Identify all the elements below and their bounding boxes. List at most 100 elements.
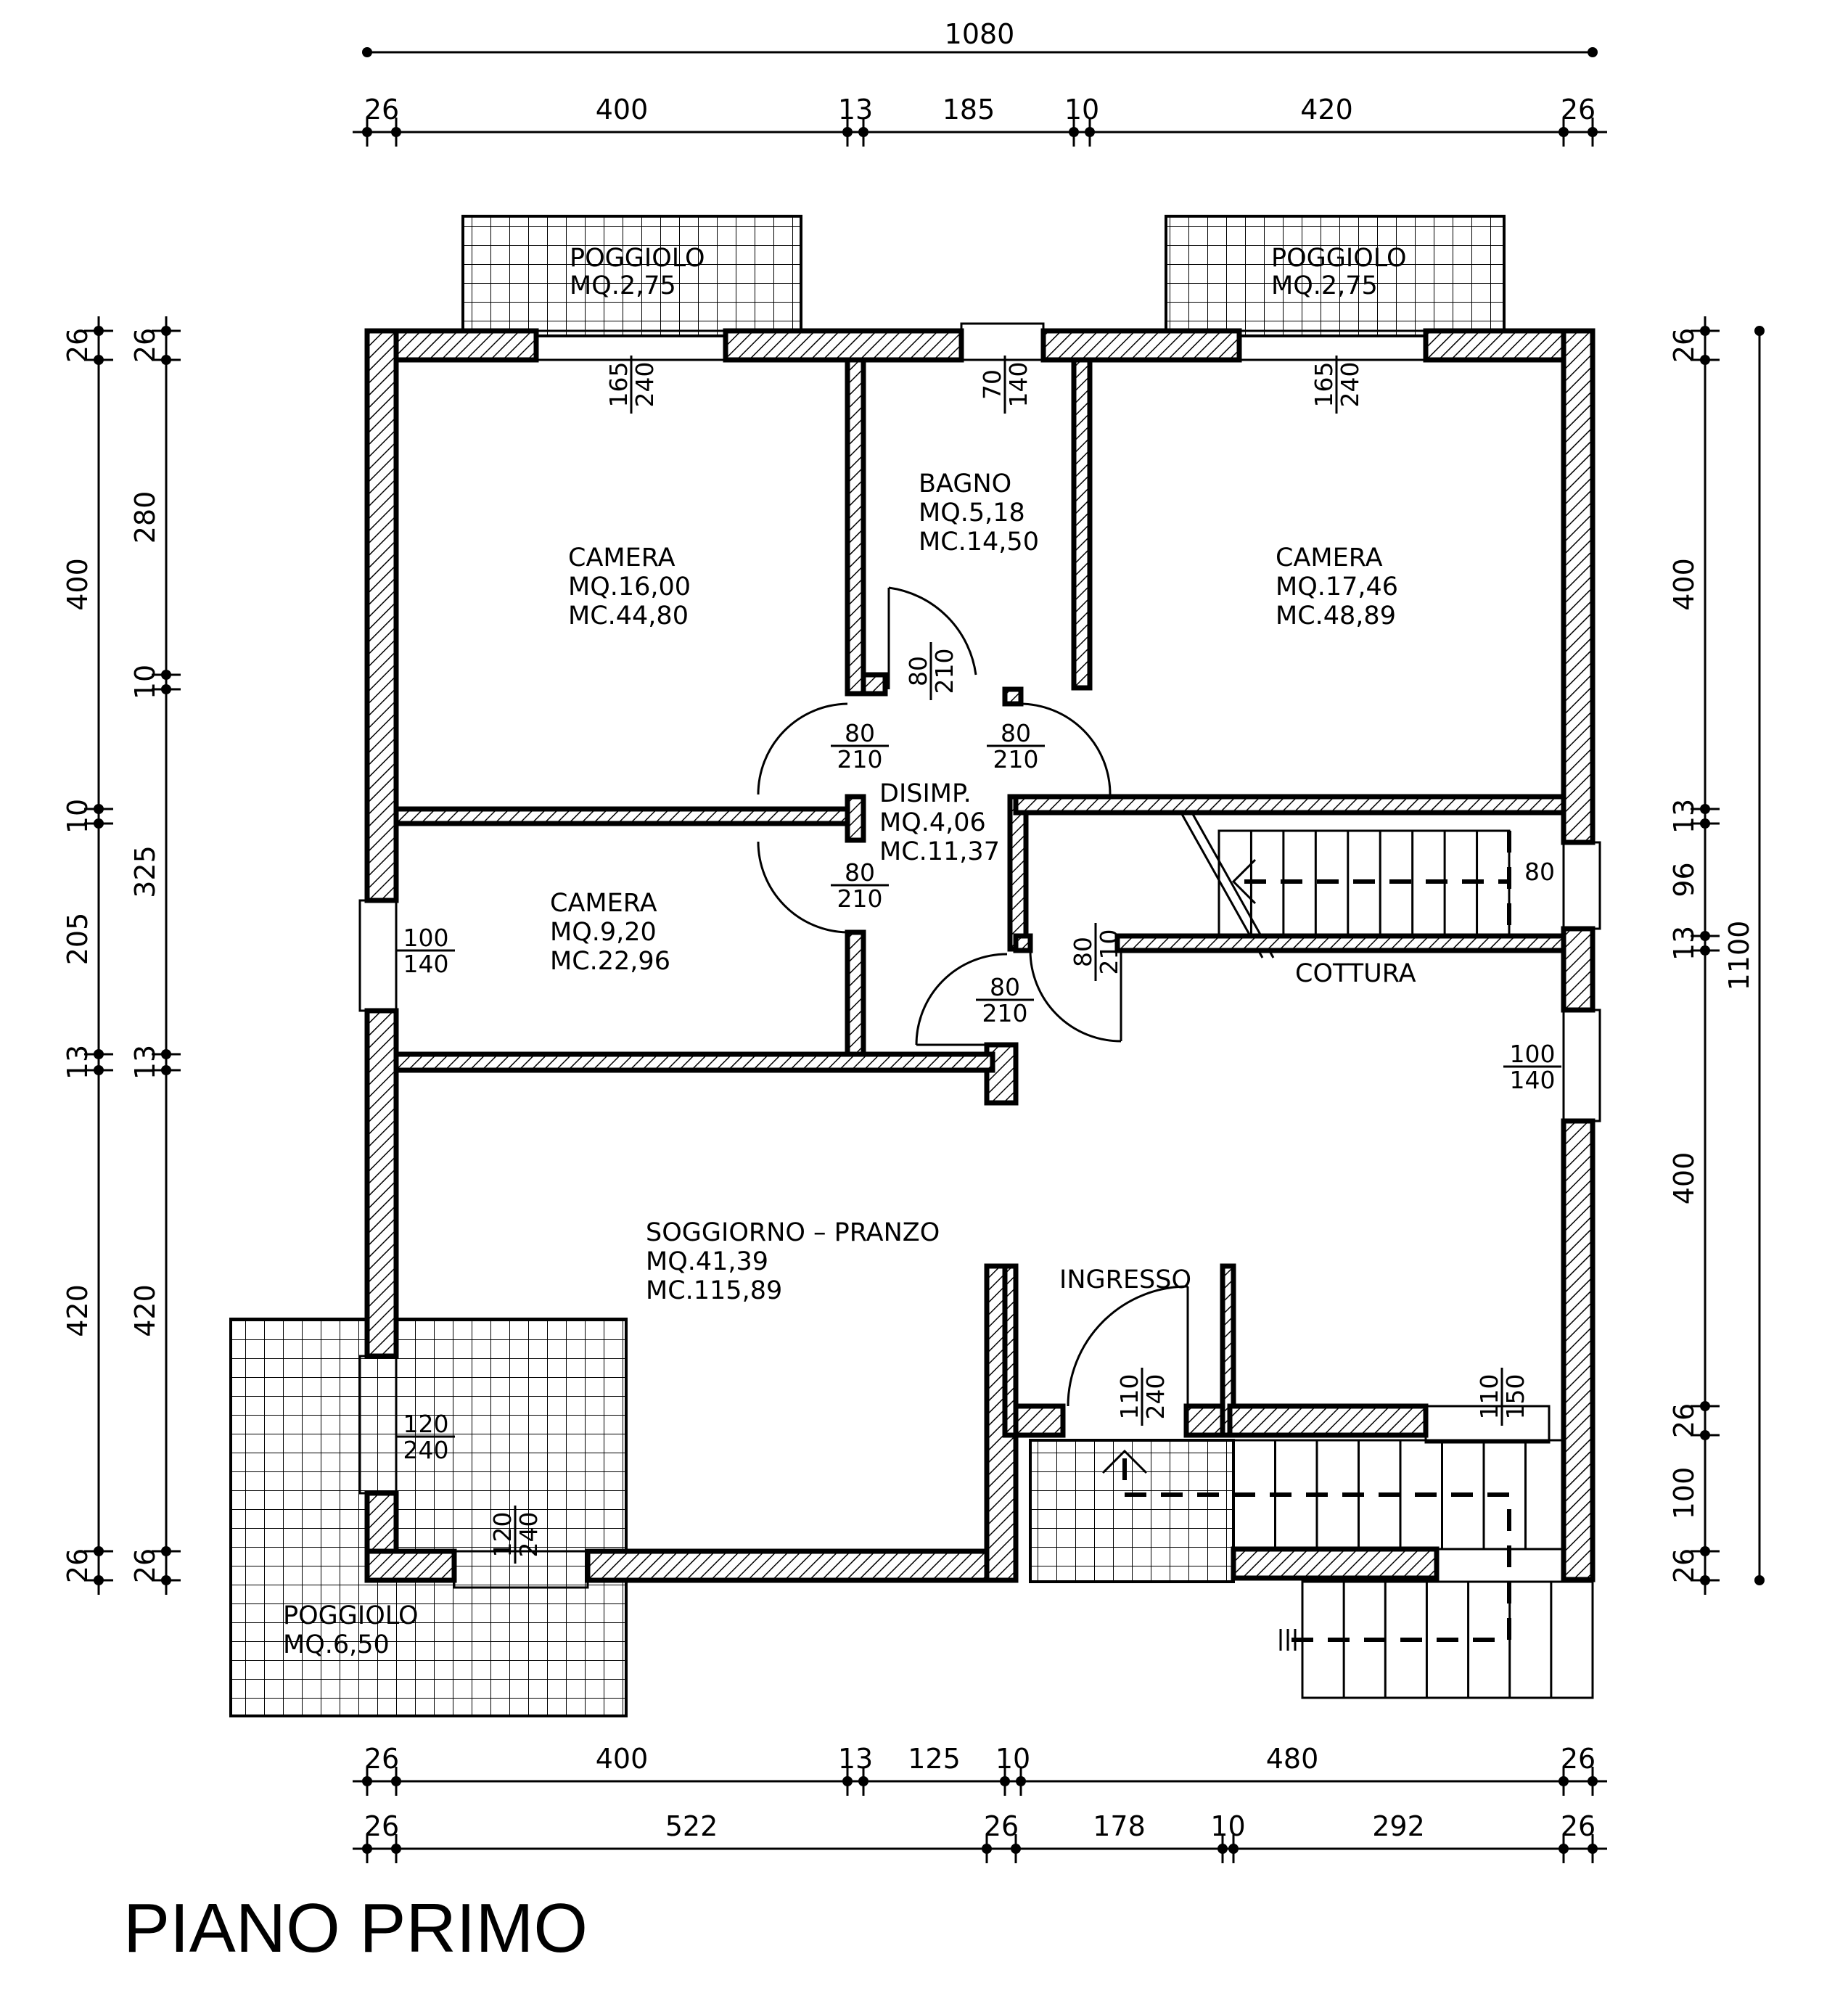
dim-left-inner-label: 13 bbox=[129, 1045, 161, 1080]
dim-left-inner-label: 420 bbox=[129, 1284, 161, 1337]
opening-sizes: 165 240 70 140 165 240 80 210 80 210 110… bbox=[397, 356, 1561, 1564]
w-cam3-width: 100 bbox=[403, 924, 449, 952]
ingresso-name: INGRESSO bbox=[1059, 1265, 1191, 1294]
d-cam3-width: 80 bbox=[845, 858, 875, 887]
dim-left-inner-label: 26 bbox=[129, 1548, 161, 1583]
dim-left-outer-label: 26 bbox=[62, 1548, 94, 1583]
dim-top-label: 10 bbox=[1064, 94, 1099, 126]
dim-bottom-1-label: 400 bbox=[596, 1743, 649, 1775]
cottura-name: COTTURA bbox=[1295, 959, 1416, 988]
poggiolo-right-area: MQ.2,75 bbox=[1271, 271, 1378, 300]
w-cam2-height: 240 bbox=[1336, 362, 1364, 408]
d-sogg-width: 80 bbox=[990, 973, 1020, 1001]
w-cott-height: 140 bbox=[1510, 1066, 1556, 1094]
camera1-name: CAMERA bbox=[568, 543, 675, 572]
dim-left-outer-label: 420 bbox=[62, 1284, 94, 1337]
dim-top-total: 1080 bbox=[362, 18, 1598, 57]
dim-left-outer-label: 400 bbox=[62, 558, 94, 611]
soggiorno-name: SOGGIORNO – PRANZO bbox=[646, 1218, 940, 1247]
dim-left-outer-label: 205 bbox=[62, 913, 94, 966]
dim-right-label: 26 bbox=[1668, 1403, 1700, 1438]
dim-top-label: 420 bbox=[1300, 94, 1353, 126]
disimp-volume: MC.11,37 bbox=[879, 837, 1000, 866]
d-cam3-height: 210 bbox=[837, 884, 883, 913]
poggiolo-right-name: POGGIOLO bbox=[1271, 244, 1407, 273]
w-sogg-b-height: 240 bbox=[514, 1512, 543, 1558]
poggiolo-bottom-area: MQ.6,50 bbox=[283, 1630, 390, 1659]
dim-left-inner-label: 280 bbox=[129, 491, 161, 544]
dim-right-label: 13 bbox=[1668, 926, 1700, 961]
w-bagno-width: 70 bbox=[978, 369, 1006, 400]
d-cam2-height: 210 bbox=[993, 745, 1039, 773]
camera3-volume: MC.22,96 bbox=[550, 947, 670, 976]
dim-bottom-2-label: 178 bbox=[1093, 1810, 1146, 1842]
dim-right-label: 26 bbox=[1668, 328, 1700, 363]
dim-top-label: 13 bbox=[838, 94, 873, 126]
drawing-title: PIANO PRIMO bbox=[123, 1889, 588, 1967]
camera2-volume: MC.48,89 bbox=[1276, 601, 1396, 631]
camera1-volume: MC.44,80 bbox=[568, 601, 689, 631]
dim-right-label: 96 bbox=[1668, 862, 1700, 897]
dim-bottom-1-label: 10 bbox=[995, 1743, 1030, 1775]
camera1-area: MQ.16,00 bbox=[568, 572, 691, 601]
poggiolo-left-name: POGGIOLO bbox=[570, 244, 705, 273]
bagno-area: MQ.5,18 bbox=[919, 498, 1025, 527]
d-cam2-width: 80 bbox=[1001, 719, 1031, 747]
dim-bottom-1-label: 13 bbox=[838, 1743, 873, 1775]
w-sogg-l-width: 120 bbox=[403, 1410, 449, 1438]
dim-bottom-2-label: 10 bbox=[1210, 1810, 1245, 1842]
poggiolo-bottom-name: POGGIOLO bbox=[283, 1601, 419, 1630]
w-stair-height: 150 bbox=[1501, 1374, 1529, 1420]
balconies bbox=[229, 215, 1506, 1717]
w-stair-width: 110 bbox=[1475, 1374, 1503, 1420]
stair-width-label: 80 bbox=[1524, 858, 1555, 886]
dim-top-label: 185 bbox=[943, 94, 995, 126]
d-cott-width: 80 bbox=[1069, 937, 1097, 967]
dim-bottom-2-label: 292 bbox=[1372, 1810, 1425, 1842]
door-swings bbox=[757, 586, 1189, 1407]
w-sogg-l-height: 240 bbox=[403, 1436, 449, 1464]
disimp-area: MQ.4,06 bbox=[879, 808, 986, 837]
dim-bottom-2-label: 26 bbox=[364, 1810, 399, 1842]
dim-left-outer-label: 26 bbox=[62, 328, 94, 363]
camera2-name: CAMERA bbox=[1276, 543, 1383, 572]
dim-bottom-2-label: 522 bbox=[665, 1810, 718, 1842]
balcony-bottom-left bbox=[229, 1318, 628, 1717]
w-cam3-height: 140 bbox=[403, 950, 449, 978]
bagno-name: BAGNO bbox=[919, 469, 1011, 498]
dim-right-label: 100 bbox=[1668, 1467, 1700, 1520]
dim-right-total-label: 1100 bbox=[1723, 921, 1755, 991]
poggiolo-left-area: MQ.2,75 bbox=[570, 271, 676, 300]
d-ingr-width: 110 bbox=[1115, 1374, 1143, 1420]
dim-top: 26 400 13 185 10 420 26 bbox=[353, 94, 1607, 147]
dim-top-label: 400 bbox=[596, 94, 649, 126]
dim-bottom-1-label: 26 bbox=[1561, 1743, 1596, 1775]
disimp-name: DISIMP. bbox=[879, 779, 972, 808]
dim-bottom-2-label: 26 bbox=[984, 1810, 1019, 1842]
soggiorno-volume: MC.115,89 bbox=[646, 1276, 782, 1305]
d-bagno-width: 80 bbox=[904, 656, 932, 686]
bagno-volume: MC.14,50 bbox=[919, 527, 1039, 557]
dim-bottom-2-label: 26 bbox=[1561, 1810, 1596, 1842]
stairs bbox=[1101, 808, 1594, 1699]
w-cam2-width: 165 bbox=[1310, 362, 1338, 408]
windows bbox=[358, 322, 1601, 1589]
d-cam1-height: 210 bbox=[837, 745, 883, 773]
dim-right-total: 1100 bbox=[1723, 326, 1765, 1585]
d-sogg-height: 210 bbox=[982, 999, 1028, 1027]
dim-right-label: 13 bbox=[1668, 799, 1700, 834]
camera3-name: CAMERA bbox=[550, 889, 657, 918]
w-sogg-b-width: 120 bbox=[488, 1512, 517, 1558]
dim-top-label: 26 bbox=[364, 94, 399, 126]
dim-top-label: 26 bbox=[1561, 94, 1596, 126]
soggiorno-area: MQ.41,39 bbox=[646, 1247, 768, 1276]
w-cott-width: 100 bbox=[1510, 1040, 1556, 1068]
balcony-top-left bbox=[461, 215, 802, 337]
dim-left-outer-label: 13 bbox=[62, 1045, 94, 1080]
d-cam1-width: 80 bbox=[845, 719, 875, 747]
d-cott-height: 210 bbox=[1095, 929, 1123, 975]
